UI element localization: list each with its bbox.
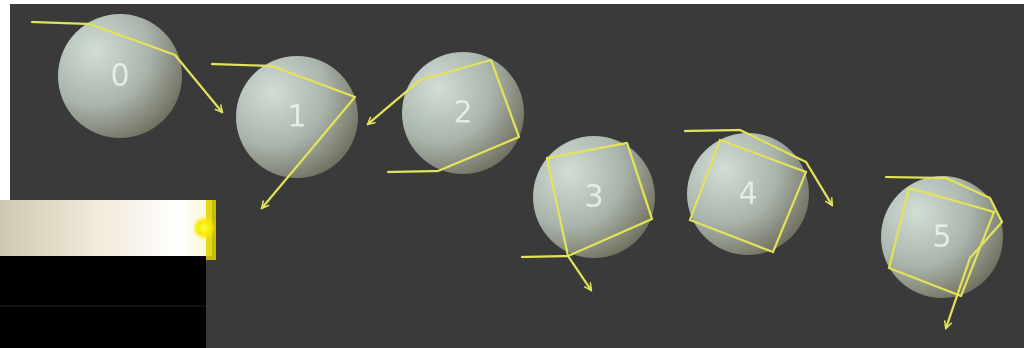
light-source <box>0 200 216 348</box>
ball-label: 4 <box>738 177 757 212</box>
source-housing <box>0 256 206 348</box>
ball-label: 2 <box>453 96 472 131</box>
ball-3: 3 <box>533 136 655 258</box>
beam-glow <box>192 216 216 240</box>
ball-0: 0 <box>58 14 182 138</box>
ball-label: 3 <box>584 180 603 215</box>
ball-label: 0 <box>110 59 129 94</box>
ball-label: 1 <box>287 100 306 135</box>
ball-label: 5 <box>932 220 951 255</box>
ball-2: 2 <box>402 52 524 174</box>
light-beam <box>0 200 212 256</box>
